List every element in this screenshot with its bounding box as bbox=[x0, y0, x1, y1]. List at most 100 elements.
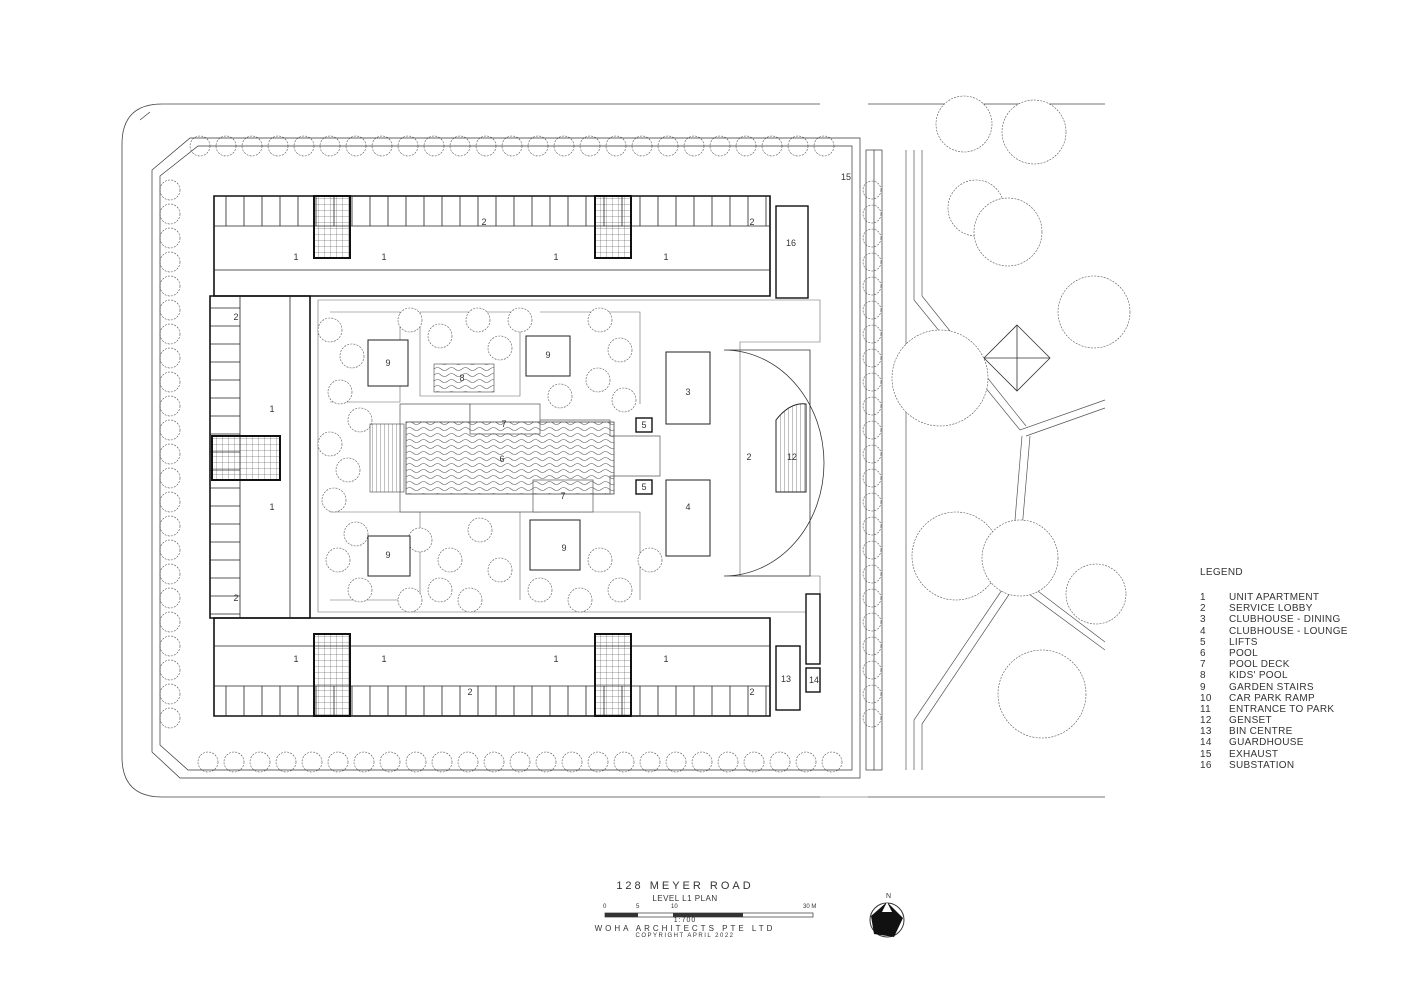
tree bbox=[159, 563, 181, 585]
park-pavilion bbox=[983, 324, 1051, 392]
legend-item-label: SERVICE LOBBY bbox=[1229, 603, 1313, 615]
label-unit-n4: 1 bbox=[663, 252, 668, 262]
label-guardhouse: 14 bbox=[809, 675, 819, 685]
label-unit-s4: 1 bbox=[663, 654, 668, 664]
tree bbox=[743, 751, 765, 773]
tree bbox=[535, 751, 557, 773]
east-lane bbox=[865, 149, 883, 771]
tree bbox=[335, 457, 361, 483]
tree bbox=[607, 337, 633, 363]
label-clubhouse-lounge: 4 bbox=[685, 502, 690, 512]
tree bbox=[159, 467, 181, 489]
tree bbox=[159, 251, 181, 273]
tree bbox=[159, 707, 181, 729]
tree bbox=[301, 751, 323, 773]
tree bbox=[981, 519, 1059, 597]
sheet-title: LEVEL L1 PLAN bbox=[652, 894, 718, 903]
tree bbox=[159, 611, 181, 633]
tree bbox=[379, 751, 401, 773]
tree bbox=[159, 299, 181, 321]
tree bbox=[327, 751, 349, 773]
tree bbox=[437, 547, 463, 573]
legend-item-number: 10 bbox=[1200, 692, 1212, 704]
label-pool-deck-2: 7 bbox=[560, 491, 565, 501]
tree bbox=[862, 348, 882, 368]
tree bbox=[353, 751, 375, 773]
tree bbox=[159, 323, 181, 345]
legend-item-label: CLUBHOUSE - DINING bbox=[1229, 614, 1341, 626]
scale-tick-10: 10 bbox=[671, 904, 678, 910]
label-unit-n1: 1 bbox=[293, 252, 298, 262]
tree bbox=[1001, 99, 1067, 165]
scale-bar: 0 5 10 30 M bbox=[603, 904, 823, 924]
tree bbox=[343, 521, 369, 547]
pool-steps bbox=[369, 423, 405, 493]
perimeter-wall bbox=[151, 137, 861, 779]
copyright-text: COPYRIGHT APRIL 2022 bbox=[635, 933, 735, 939]
legend-item-number: 2 bbox=[1200, 603, 1206, 615]
tree bbox=[275, 751, 297, 773]
legend-item-label: ENTRANCE TO PARK bbox=[1229, 703, 1335, 715]
scale-tick-5: 5 bbox=[636, 904, 640, 910]
tree bbox=[567, 587, 593, 613]
tree bbox=[159, 203, 181, 225]
legend-item-number: 9 bbox=[1200, 681, 1206, 693]
tree bbox=[159, 419, 181, 441]
tree bbox=[159, 587, 181, 609]
tree bbox=[159, 179, 181, 201]
label-service-n2: 2 bbox=[749, 217, 754, 227]
tree bbox=[487, 335, 513, 361]
tree bbox=[587, 547, 613, 573]
tree bbox=[405, 751, 427, 773]
lift-cores bbox=[211, 195, 632, 717]
tree bbox=[862, 420, 882, 440]
label-unit-w2: 1 bbox=[269, 502, 274, 512]
unit-partitions bbox=[210, 196, 770, 716]
tree bbox=[487, 557, 513, 583]
tree bbox=[159, 443, 181, 465]
tree bbox=[197, 751, 219, 773]
legend-item-number: 14 bbox=[1200, 737, 1212, 749]
garden-pavilions bbox=[367, 335, 581, 577]
label-garden-stairs-1: 9 bbox=[385, 358, 390, 368]
legend-title: LEGEND bbox=[1200, 567, 1243, 578]
tree bbox=[427, 323, 453, 349]
label-garden-stairs-3: 9 bbox=[385, 550, 390, 560]
tree bbox=[465, 307, 491, 333]
tree bbox=[769, 751, 791, 773]
label-lifts-1: 5 bbox=[641, 420, 646, 430]
legend-item-number: 4 bbox=[1200, 625, 1206, 637]
tree bbox=[862, 708, 882, 728]
label-unit-s1: 1 bbox=[293, 654, 298, 664]
legend-item-label: SUBSTATION bbox=[1229, 759, 1295, 771]
legend-item-label: BIN CENTRE bbox=[1229, 726, 1293, 738]
legend-item-number: 16 bbox=[1200, 759, 1212, 771]
tree bbox=[159, 539, 181, 561]
tree bbox=[249, 751, 271, 773]
label-pool-deck-1: 7 bbox=[501, 419, 506, 429]
tree bbox=[639, 751, 661, 773]
tree bbox=[1057, 275, 1131, 349]
label-service-w1: 2 bbox=[233, 312, 238, 322]
north-arrow: N bbox=[862, 888, 912, 942]
project-title: 128 MEYER ROAD bbox=[616, 880, 754, 892]
scale-tick-0: 0 bbox=[603, 904, 607, 910]
title-block: 128 MEYER ROAD LEVEL L1 PLAN 1:700 WOHA … bbox=[560, 880, 810, 939]
tree bbox=[159, 635, 181, 657]
tree bbox=[317, 317, 343, 343]
service-buildings bbox=[775, 205, 821, 711]
tree bbox=[613, 751, 635, 773]
scale-bar-graphic bbox=[604, 912, 814, 918]
west-residential-block bbox=[209, 295, 311, 619]
label-unit-s2: 1 bbox=[381, 654, 386, 664]
tree bbox=[509, 751, 531, 773]
tree bbox=[457, 751, 479, 773]
label-unit-s3: 1 bbox=[553, 654, 558, 664]
